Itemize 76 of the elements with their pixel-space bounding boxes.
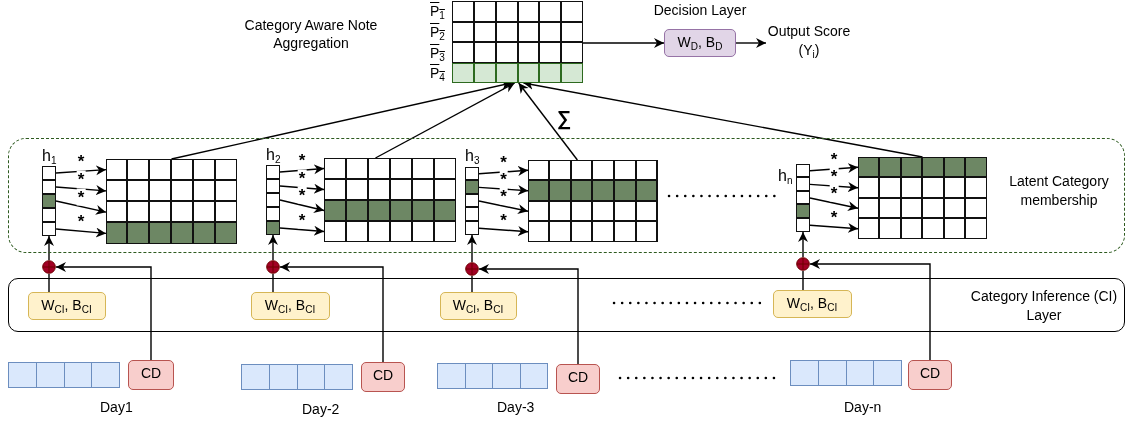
- arrow: [809, 163, 859, 173]
- arrow: [582, 38, 665, 48]
- edge-label: *: [499, 153, 508, 171]
- arrow: [279, 183, 325, 194]
- embedding-cells: [437, 363, 548, 389]
- cd-box: CD: [361, 362, 405, 392]
- edge-label: *: [297, 186, 307, 204]
- vector-label: h$_{2}$: [266, 145, 281, 166]
- arrow: [268, 234, 278, 261]
- weight-box: W$_{CI}$, B$_{CI}$: [772, 289, 852, 318]
- arrow: [44, 235, 54, 261]
- arrow: [279, 225, 325, 236]
- matrix-grid: [105, 158, 237, 244]
- vector-cells: [464, 166, 479, 235]
- output-label: Output Score (Y$_{i}$): [766, 22, 852, 62]
- embedding-cells: [790, 360, 902, 386]
- arrow: [55, 185, 107, 196]
- arrow: [279, 262, 384, 363]
- vector-cells: [795, 163, 810, 232]
- arrow: [478, 264, 579, 365]
- vector-cells: [41, 165, 56, 236]
- weight-box: W$_{D}$, B$_{D}$: [664, 29, 736, 57]
- day-label: Day1: [100, 398, 133, 417]
- arrow: [809, 259, 931, 361]
- matrix-grid: [527, 159, 658, 242]
- cd-box: CD: [556, 364, 600, 394]
- connector-line: [802, 270, 804, 291]
- arrow: [478, 226, 529, 236]
- arrow: [478, 166, 529, 176]
- arrow: [279, 199, 325, 214]
- vector-cells: [265, 164, 280, 235]
- arrow: [798, 231, 808, 258]
- connector-line: [471, 275, 473, 293]
- cd-box: CD: [908, 360, 952, 390]
- arrow: [809, 182, 859, 193]
- arrow: [809, 197, 859, 212]
- vector-label: h$_{n}$: [778, 166, 793, 187]
- row-label: P$_{2}$: [430, 23, 445, 42]
- connector-line: [48, 273, 50, 293]
- arrow: [809, 223, 859, 233]
- layer-title: Latent Category membership: [1008, 172, 1110, 210]
- matrix-grid: [323, 157, 456, 242]
- arrow: [55, 262, 152, 361]
- arrow: [478, 185, 529, 196]
- day-label: Day-3: [497, 398, 535, 417]
- row-label: P$_{3}$: [430, 44, 445, 63]
- layer-title: Decision Layer: [652, 2, 748, 18]
- weight-box: W$_{CI}$, B$_{CI}$: [250, 291, 330, 320]
- arrow: [518, 82, 579, 161]
- layer-frame: [8, 138, 1125, 253]
- edge-label: *: [499, 187, 508, 205]
- arrow: [55, 165, 107, 176]
- matrix-grid: [452, 1, 583, 83]
- layer-title: Category Inference (CI) Layer: [969, 287, 1119, 325]
- edge-label: *: [829, 184, 839, 202]
- day-label: Day-n: [844, 398, 882, 417]
- embedding-cells: [8, 362, 120, 388]
- vector-label: h$_{3}$: [465, 146, 480, 167]
- connector-line: [272, 273, 274, 293]
- weight-box: W$_{CI}$, B$_{CI}$: [27, 291, 106, 320]
- vector-label: h$_{1}$: [42, 146, 57, 167]
- day-label: Day-2: [302, 400, 340, 419]
- layer-frame: [8, 278, 1125, 332]
- cd-box: CD: [128, 360, 174, 390]
- arrow: [55, 200, 107, 215]
- arrow: [279, 164, 325, 175]
- arrow: [467, 234, 477, 263]
- row-label: P$_{4}$: [430, 64, 445, 83]
- caption-text: Category Aware Note Aggregation: [243, 16, 379, 53]
- arrow: [478, 200, 529, 215]
- matrix-grid: [857, 156, 987, 239]
- arrow: [735, 38, 767, 48]
- row-label: P$_{1}$: [430, 2, 445, 21]
- weight-box: W$_{CI}$, B$_{CI}$: [439, 291, 517, 320]
- embedding-cells: [241, 364, 353, 390]
- arrow: [55, 227, 107, 238]
